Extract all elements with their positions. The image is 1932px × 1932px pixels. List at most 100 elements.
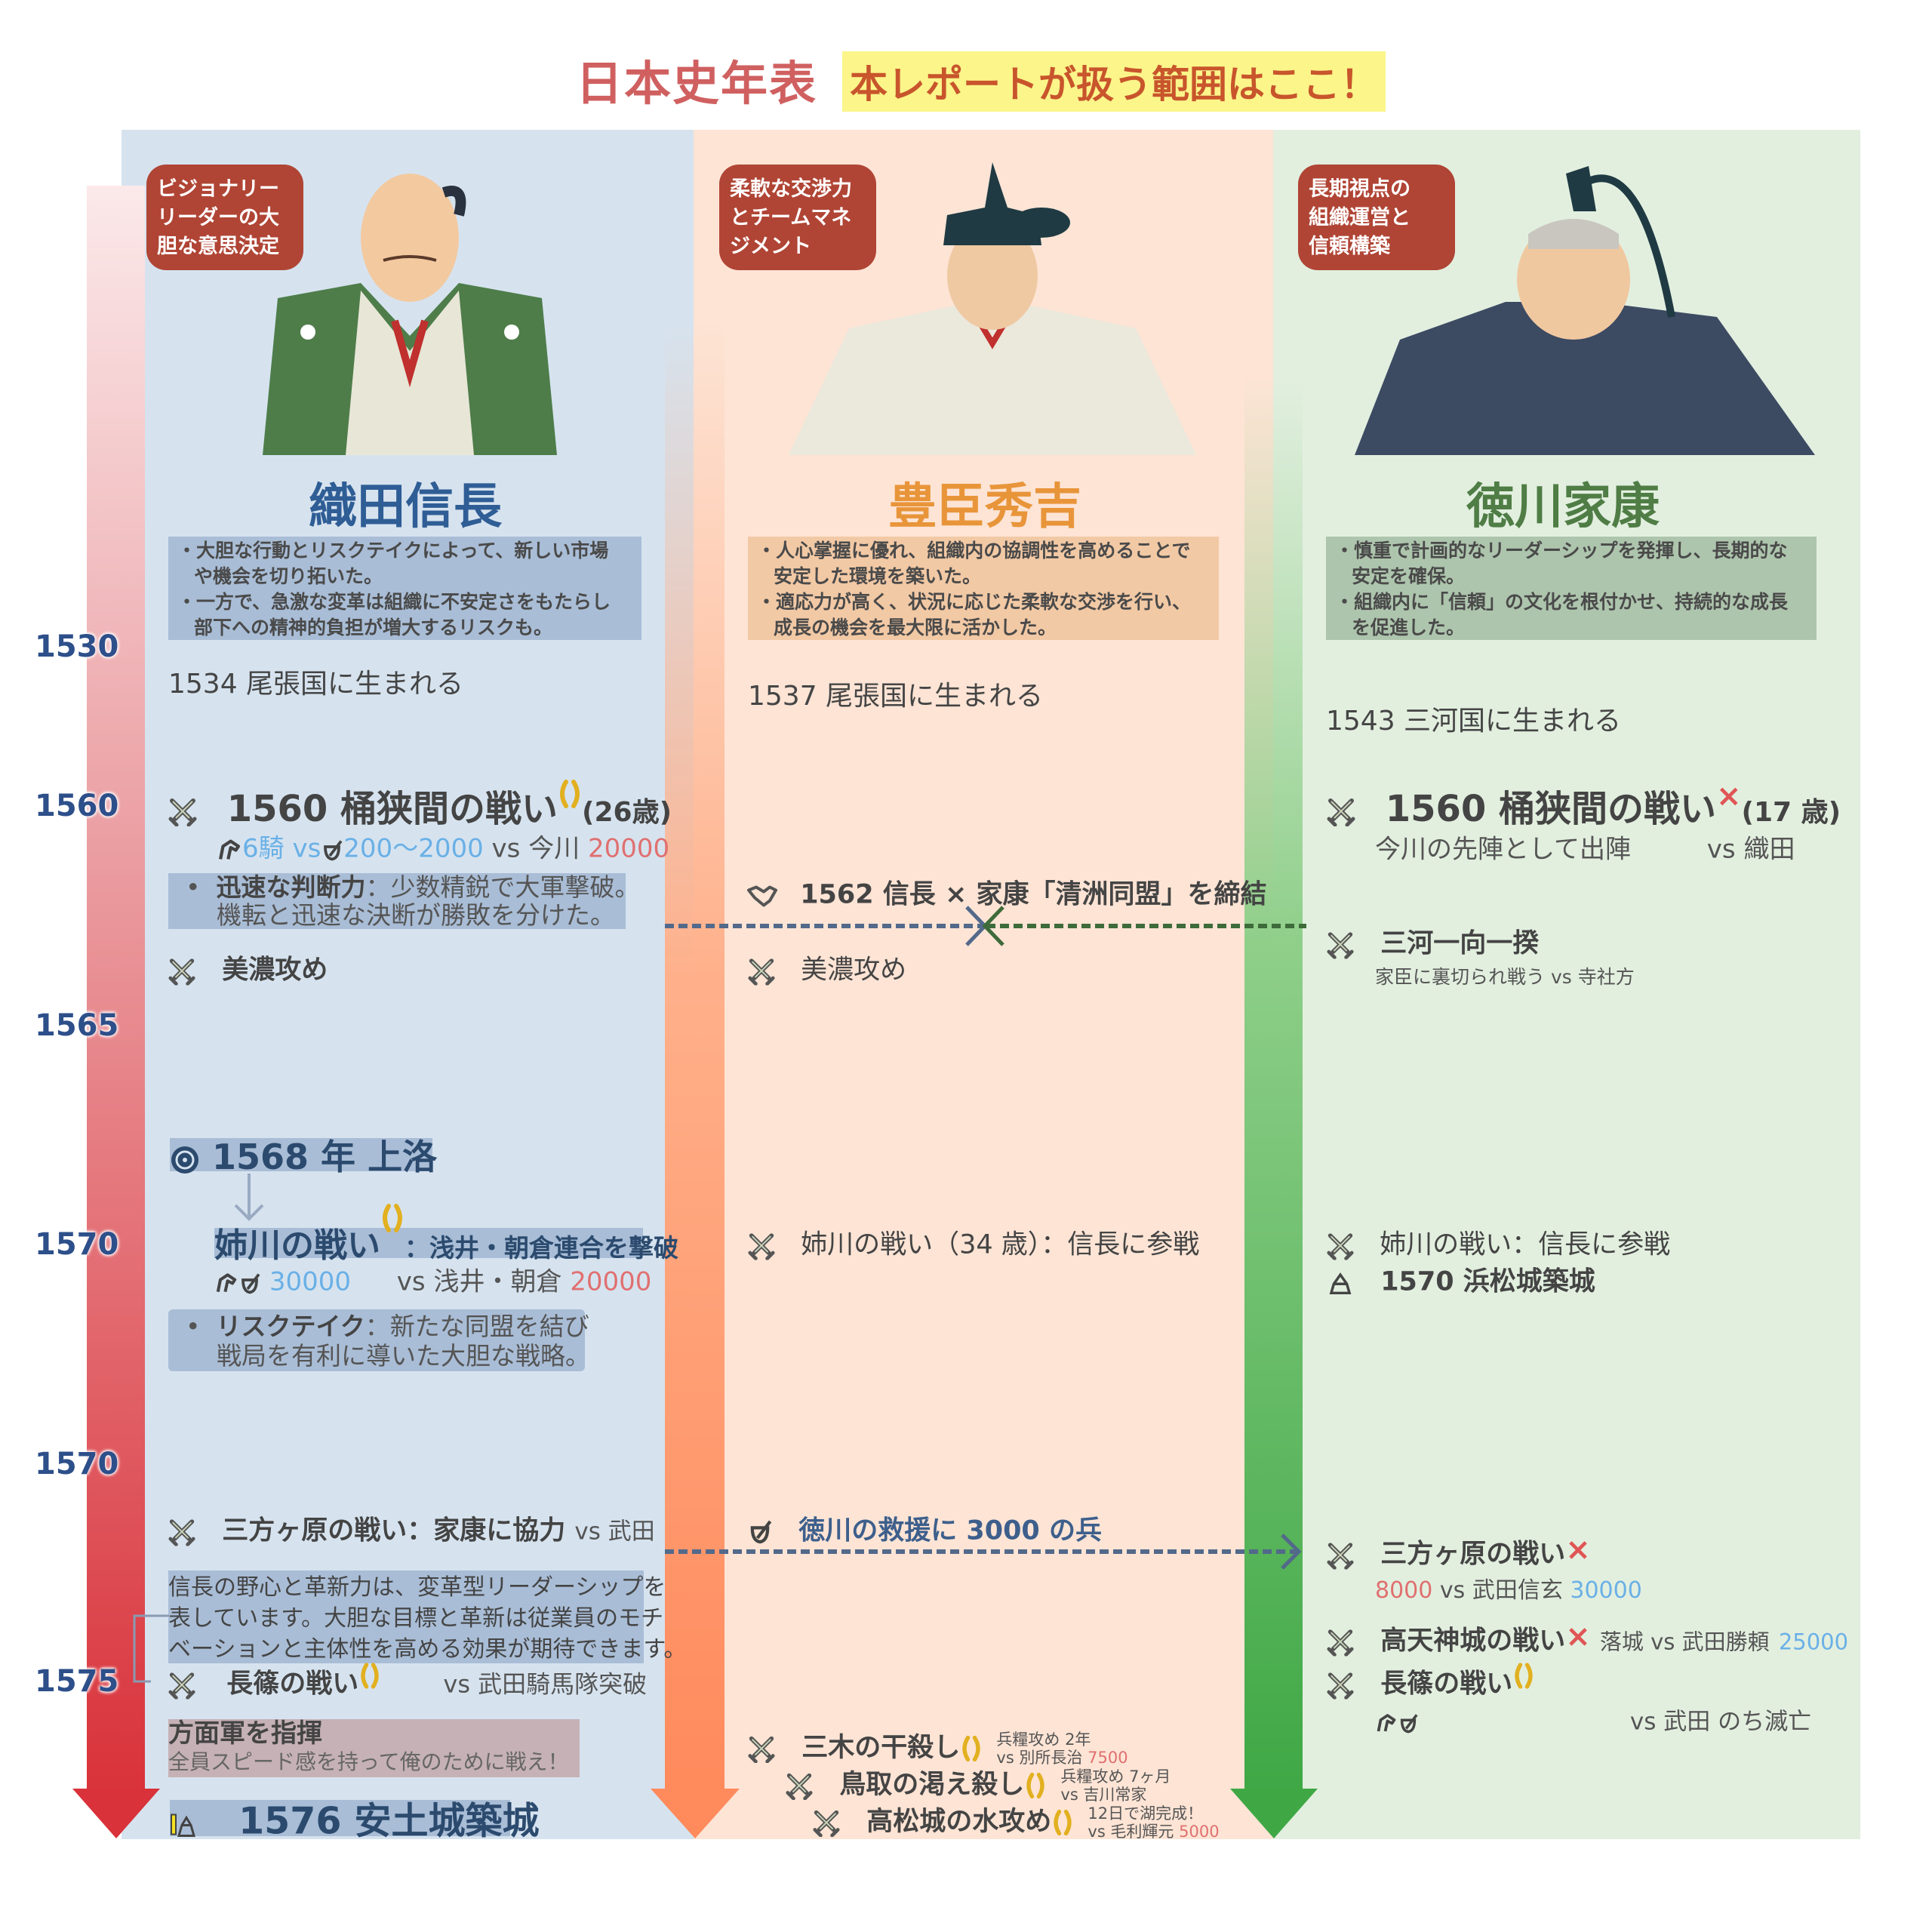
event-nagashino-ieyasu: 長篠の戦い (1326, 1663, 1535, 1701)
badge-line: 組織運営と (1309, 206, 1411, 229)
leader-name-hideyoshi: 豊臣秀吉 (888, 479, 1081, 535)
event-title: 1560 桶狭間の戦い (226, 788, 558, 830)
title-highlight: 本レポートが扱う範囲はここ！ (842, 51, 1386, 112)
red-x-icon: × (1565, 1619, 1591, 1654)
soldier-icon (321, 837, 343, 863)
timeline-arrow-red (87, 186, 145, 1793)
timeline-arrow-green (1244, 377, 1303, 1792)
horse-icon (214, 1271, 238, 1295)
summary-nobunaga: ・大胆な行動とリスクテイクによって、新しい市場 や機会を切り拓いた。 ・一方で、… (168, 537, 641, 640)
paragraph-line: ベーションと主体性を高める効果が期待できます。 (168, 1636, 687, 1663)
event-takamatsu: 高松城の水攻め 12日で湖完成！vs 毛利輝元 5000 (812, 1800, 1220, 1841)
note-head: リスクテイク (216, 1312, 365, 1341)
year-label: 1530 (35, 629, 119, 664)
event-title: 姉川の戦い：信長に参戦 (1380, 1229, 1671, 1260)
event-takatenjin: 高天神城の戦い× 落城 vs 武田勝頼 25000 (1326, 1620, 1848, 1658)
anegawa-highlight (214, 1228, 643, 1258)
event-mikatagahara-nobunaga: 三方ヶ原の戦い：家康に協力 vs 武田 (168, 1509, 655, 1548)
timeline-arrow-green-head (1230, 1789, 1318, 1838)
soldier-icon (238, 1271, 261, 1295)
leader-name-nobunaga: 織田信長 (309, 479, 502, 535)
crossed-swords-icon (747, 1734, 776, 1763)
badge-line: リーダーの大 (157, 206, 279, 229)
laurel-icon (358, 1663, 381, 1690)
event-title: 美濃攻め (222, 955, 328, 986)
note-okehazama-text: • 迅速な判断力：少数精鋭で大軍撃破。 機転と迅速な決断が勝敗を分けた。 (186, 873, 639, 929)
vs-label: vs 今川 (491, 833, 580, 864)
note-line: vs 吉川常家 (1060, 1786, 1147, 1804)
laurel-icon (558, 779, 582, 809)
event-title: 1576 安土城築城 (238, 1799, 540, 1843)
crossed-swords-icon (1326, 796, 1356, 826)
badge-line: ジメント (730, 235, 811, 258)
paragraph-line: 信長の野心と革新力は、変革型リーダーシップを (168, 1574, 666, 1601)
arrow-down-icon (234, 1174, 264, 1221)
azuchi-highlight (170, 1800, 510, 1836)
crossed-swords-icon (168, 1671, 196, 1700)
crossed-swords-icon (747, 1232, 776, 1260)
army-text: 方面軍を指揮 全員スピード感を持って俺のために戦え！ (168, 1719, 569, 1777)
laurel-icon (1024, 1772, 1047, 1799)
jouraku-highlight (170, 1138, 432, 1171)
portrait-nobunaga (263, 174, 557, 455)
summary-line: 安定を確保。 (1352, 565, 1466, 587)
event-mino-nobunaga: 美濃攻め (168, 949, 328, 987)
summary-line: や機会を切り拓いた。 (194, 565, 383, 587)
laurel-icon (380, 1203, 405, 1233)
event-hamamatsu: 1570 浜松城築城 (1326, 1260, 1595, 1299)
connector-line (133, 1614, 169, 1683)
year-label: 1565 (35, 1008, 119, 1043)
event-rescue: 徳川の救援に 3000 の兵 (747, 1509, 1102, 1548)
red-x-icon: × (1716, 779, 1742, 814)
event-mino-hideyoshi: 美濃攻め (747, 949, 906, 987)
crossed-swords-icon (1326, 1671, 1355, 1700)
enemy-forces: 30000 (1570, 1577, 1642, 1604)
summary-line: ・組織内に「信頼」の文化を根付かせ、持続的な成長 (1335, 591, 1789, 613)
badge-ieyasu: 長期視点の 組織運営と 信頼構築 (1298, 165, 1455, 270)
event-azuchi: 1576 安土城築城 (170, 1792, 540, 1845)
enemy-forces: 7500 (1088, 1749, 1128, 1767)
event-anegawa-nobunaga: 姉川の戦い ：浅井・朝倉連合を撃破 (214, 1218, 678, 1266)
note-text: ：新たな同盟を結び (365, 1312, 589, 1341)
soldier-icon (1398, 1712, 1419, 1734)
year-label: 1560 (35, 789, 119, 823)
event-mikatagahara-ieyasu: 三方ヶ原の戦い× (1326, 1533, 1591, 1571)
paragraph-box (168, 1571, 644, 1663)
event-jouraku: 1568 年 上洛 (170, 1130, 437, 1180)
rescue-connector (665, 1534, 1302, 1570)
timeline-arrow-red-head (72, 1789, 160, 1838)
event-title: 姉川の戦い (214, 1226, 380, 1265)
event-note: 落城 vs 武田勝頼 (1599, 1629, 1770, 1655)
badge-line: 胆な意思決定 (157, 235, 279, 258)
note-okehazama (168, 873, 626, 929)
event-title: 鳥取の渇え殺し (839, 1770, 1025, 1800)
year-label: 1570 (35, 1227, 119, 1262)
summary-line: ・一方で、急激な変革は組織に不安定さをもたらし (177, 591, 611, 613)
event-subtitle: ：浅井・朝倉連合を撃破 (405, 1233, 678, 1263)
enemy-forces: 25000 (1778, 1629, 1849, 1655)
crossed-swords-icon (812, 1808, 841, 1837)
crossed-swords-icon (168, 1518, 196, 1546)
summary-line: ・人心掌握に優れ、組織内の協調性を高めることで (757, 540, 1191, 561)
horse-icon (1375, 1712, 1398, 1734)
summary-line: ・慎重で計画的なリーダーシップを発揮し、長期的な (1335, 540, 1788, 561)
birth-hideyoshi: 1537 尾張国に生まれる (748, 681, 1044, 712)
event-title: 1562 信長 × 家康「清洲同盟」を締結 (800, 879, 1267, 910)
note-head: 迅速な判断力 (216, 872, 366, 902)
event-okehazama-ieyasu: 1560 桶狭間の戦い×(17 歳) (1326, 779, 1841, 832)
sub-okehazama-ieyasu: 今川の先陣として出陣 vs 織田 (1375, 829, 1795, 866)
event-kiyosu-alliance: 1562 信長 × 家康「清洲同盟」を締結 (747, 873, 1266, 912)
timeline-arrow-orange-head (651, 1789, 740, 1838)
badge-line: 柔軟な交渉力 (730, 177, 852, 201)
crossed-swords-icon (1326, 1541, 1355, 1570)
vs-label: vs 武田 のち滅亡 (1629, 1708, 1812, 1736)
handshake-icon (747, 885, 777, 907)
crossed-swords-icon (168, 796, 198, 826)
forces-anegawa-nobunaga: 30000 vs 浅井・朝倉 20000 (214, 1261, 651, 1298)
laurel-icon (1512, 1663, 1535, 1690)
event-subtitle: 今川の先陣として出陣 (1375, 834, 1631, 865)
vs-label: vs 武田 (574, 1518, 655, 1546)
